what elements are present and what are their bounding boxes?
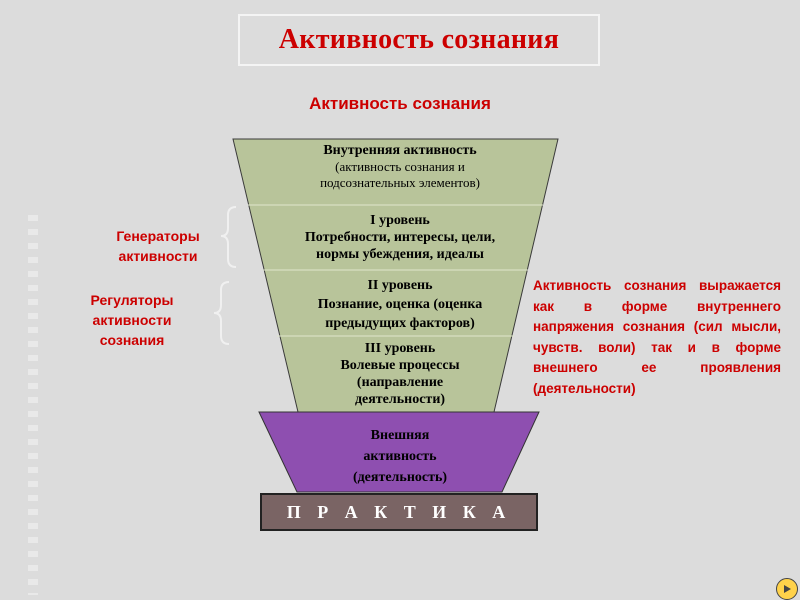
slide-navigation-icon[interactable] — [776, 578, 798, 600]
section-line: (активность сознания и — [335, 159, 465, 174]
page-title: Активность сознания — [278, 24, 560, 55]
external-line: активность — [363, 449, 437, 464]
section-line: подсознательных элементов) — [320, 175, 480, 190]
generators-line: активности — [118, 248, 198, 264]
generators-line: Генераторы — [116, 228, 200, 244]
generators-brace — [220, 206, 237, 268]
level-1-section: I уровень Потребности, интересы, цели, н… — [255, 212, 545, 263]
external-line: (деятельность) — [352, 470, 448, 485]
nav-arrow-icon — [784, 585, 791, 593]
inner-activity-section: Внутренняя активность (активность сознан… — [250, 143, 550, 191]
external-activity-section: Внешняя активность (деятельность) — [290, 425, 510, 488]
level-line: деятельности) — [354, 392, 446, 407]
level-heading: I уровень — [370, 213, 430, 228]
praktika-label: П Р А К Т И К А — [286, 501, 512, 522]
title-box: Активность сознания — [238, 14, 600, 66]
praktika-box: П Р А К Т И К А — [260, 493, 538, 531]
regulators-brace — [213, 281, 230, 345]
level-line: (направление — [356, 375, 444, 390]
left-decorative-stripe — [28, 215, 38, 595]
regulators-line: сознания — [99, 332, 165, 348]
level-heading: III уровень — [364, 341, 436, 356]
regulators-line: Регуляторы — [90, 292, 174, 308]
level-line: нормы убеждения, идеалы — [316, 247, 484, 262]
diagram-subtitle: Активность сознания — [309, 94, 491, 113]
level-2-section: II уровень Познание, оценка (оценка пред… — [275, 276, 525, 333]
level-line: Волевые процессы — [340, 358, 460, 373]
description-text: Активность сознания выражается как в фор… — [533, 278, 781, 396]
external-line: Внешняя — [370, 428, 430, 443]
external-activity-trapezoid — [258, 411, 540, 493]
regulators-line: активности — [92, 312, 172, 328]
regulators-label: Регуляторы активности сознания — [72, 290, 192, 350]
level-line: предыдущих факторов) — [325, 316, 475, 331]
level-heading: II уровень — [367, 278, 433, 293]
section-heading: Внутренняя активность — [323, 143, 477, 158]
generators-label: Генераторы активности — [98, 226, 218, 266]
level-line: Потребности, интересы, цели, — [304, 230, 496, 245]
level-3-section: III уровень Волевые процессы (направлени… — [300, 340, 500, 408]
level-line: Познание, оценка (оценка — [317, 297, 483, 312]
